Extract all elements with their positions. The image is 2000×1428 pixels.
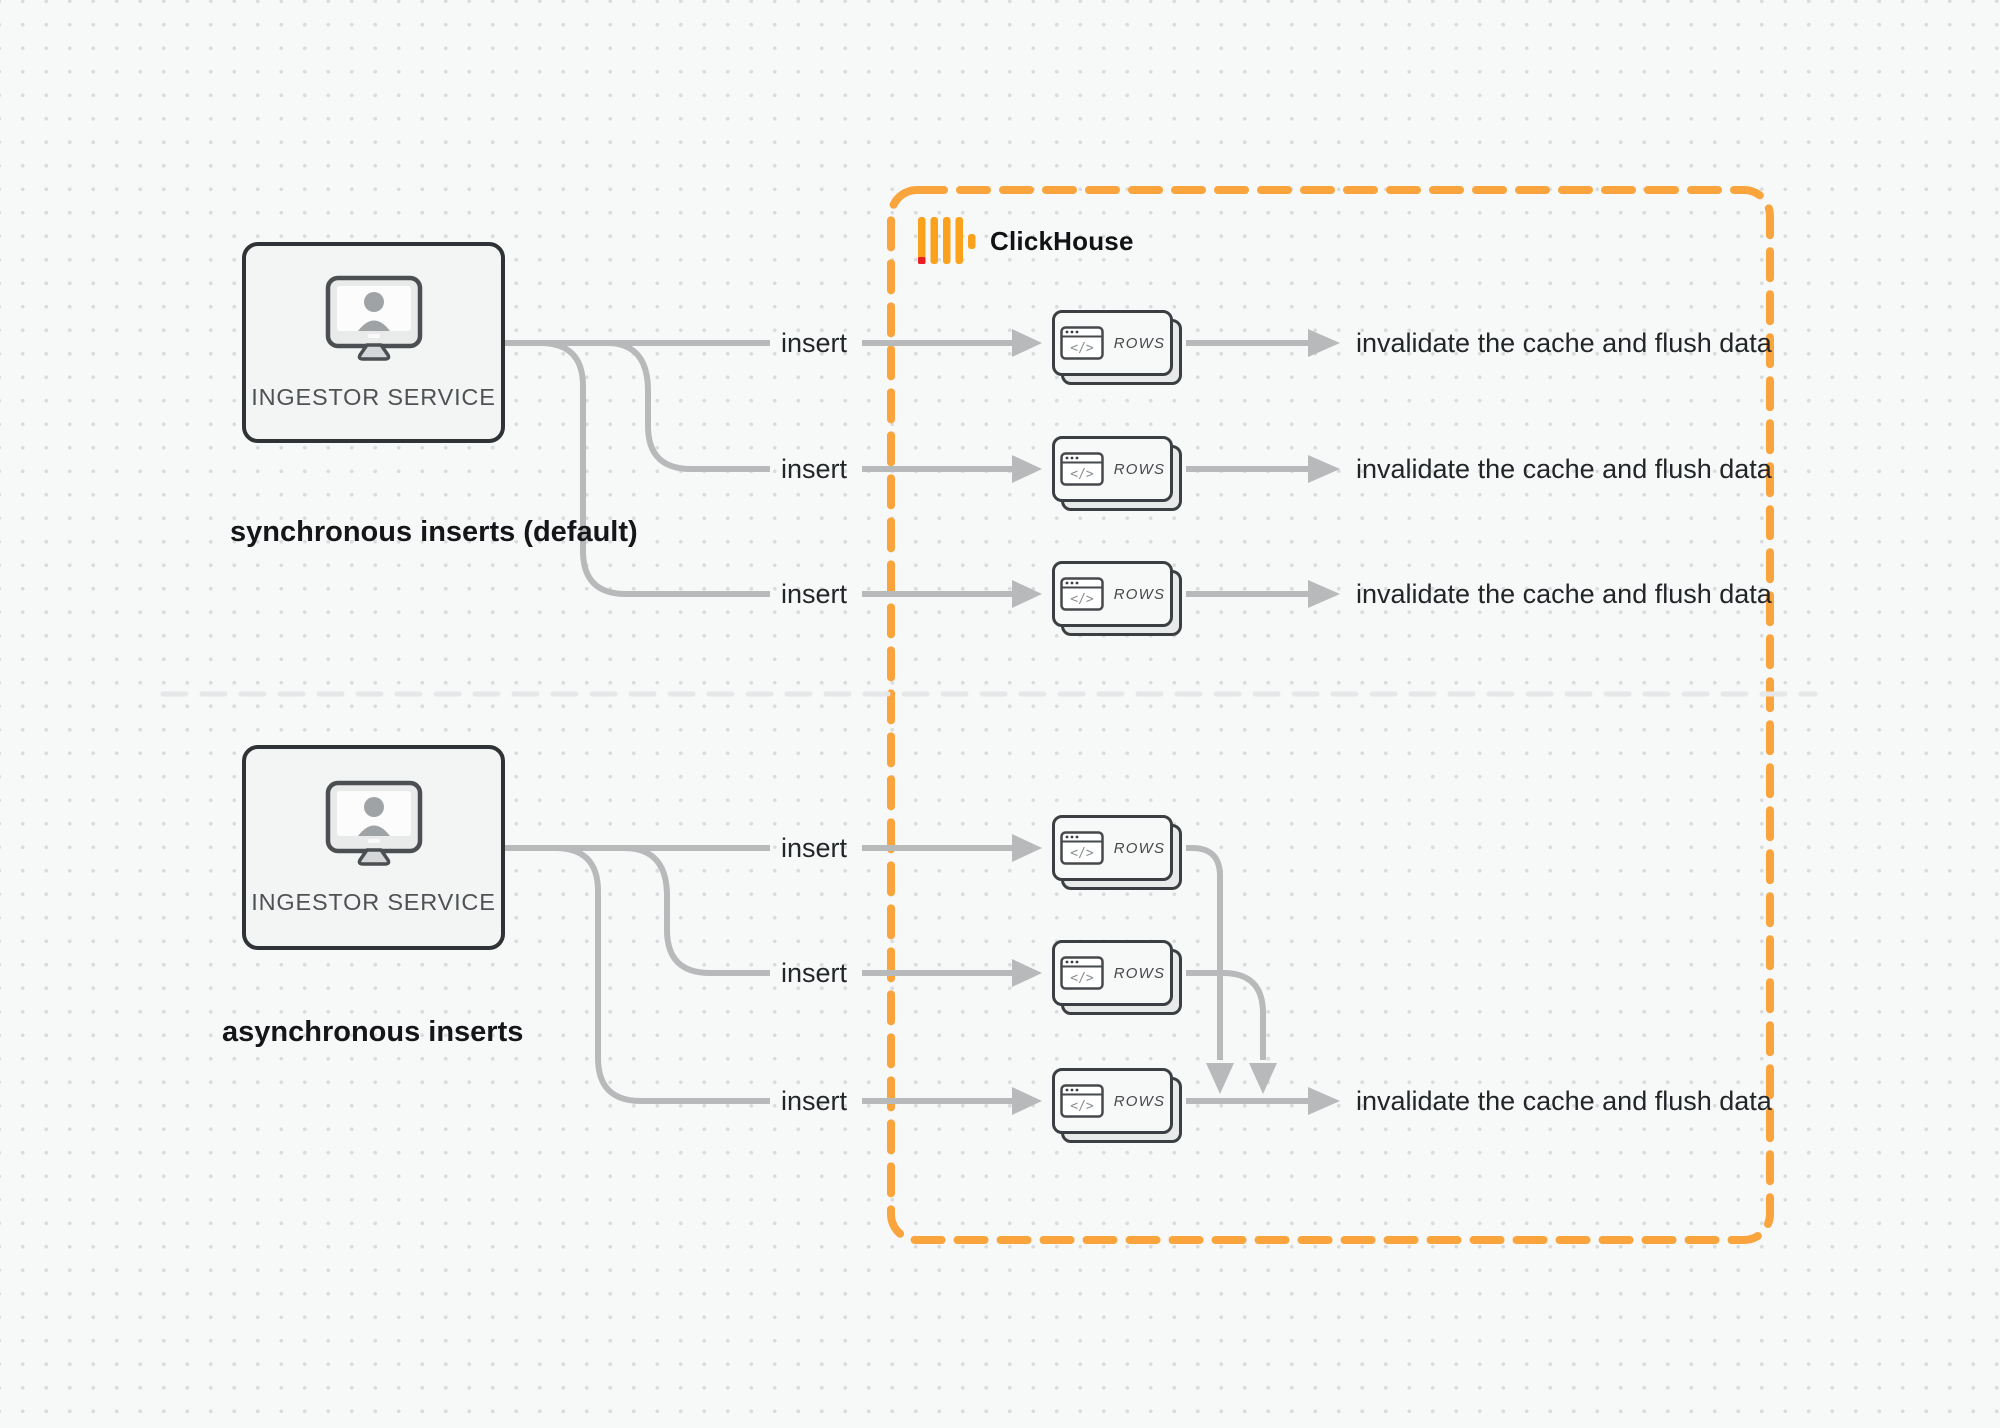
result-label: invalidate the cache and flush data	[1356, 454, 1772, 484]
insert-label: insert	[780, 328, 848, 358]
clickhouse-logo: ClickHouse	[918, 217, 1134, 265]
arrowhead-icon	[1308, 455, 1340, 483]
rows-card-front: </> ROWS	[1052, 561, 1173, 627]
insert-label: insert	[780, 833, 848, 863]
rows-card: </> ROWS	[1052, 310, 1182, 385]
result-label: invalidate the cache and flush data	[1356, 328, 1772, 358]
arrowhead-icon	[1012, 580, 1042, 608]
rows-card-front: </> ROWS	[1052, 940, 1173, 1006]
rows-card-label: ROWS	[1113, 1092, 1166, 1110]
code-window-icon: </>	[1060, 577, 1104, 611]
rows-card-label: ROWS	[1113, 334, 1166, 352]
rows-card: </> ROWS	[1052, 436, 1182, 511]
async-wire-merge-2	[1186, 970, 1266, 1060]
sync-wire-branch-row3	[539, 340, 770, 597]
rows-card: </> ROWS	[1052, 1068, 1182, 1143]
insert-label: insert	[780, 454, 848, 484]
user-silhouette-icon	[357, 797, 390, 836]
arrowhead-icon	[1308, 580, 1340, 608]
arrowhead-down-icon	[1206, 1063, 1234, 1094]
ingestor-service-label: INGESTOR SERVICE	[251, 889, 496, 915]
clickhouse-wordmark: ClickHouse	[990, 225, 1134, 256]
ingestor-service-sync: INGESTOR SERVICE	[242, 242, 505, 443]
arrowhead-icon	[1012, 329, 1042, 357]
arrowhead-icon	[1012, 959, 1042, 987]
code-window-icon: </>	[1060, 326, 1104, 360]
code-glyph: </>	[1070, 341, 1094, 356]
sync-section-caption: synchronous inserts (default)	[230, 516, 638, 548]
arrowhead-icon	[1308, 1087, 1340, 1115]
rows-card-label: ROWS	[1113, 460, 1166, 478]
code-glyph: </>	[1070, 971, 1094, 986]
rows-card-front: </> ROWS	[1052, 815, 1173, 881]
rows-card-label: ROWS	[1113, 585, 1166, 603]
code-window-icon: </>	[1060, 831, 1104, 865]
rows-card-front: </> ROWS	[1052, 1068, 1173, 1134]
async-wire-merge-1	[1186, 845, 1223, 1060]
rows-card-label: ROWS	[1113, 964, 1166, 982]
arrowheads-group	[1012, 329, 1340, 1115]
code-window-icon: </>	[1060, 452, 1104, 486]
ingestor-service-async: INGESTOR SERVICE	[242, 745, 505, 950]
rows-card: </> ROWS	[1052, 561, 1182, 636]
async-wire-branch-row3	[554, 845, 770, 1104]
ingestor-service-label: INGESTOR SERVICE	[251, 384, 496, 410]
async-wire-branch-row2	[623, 845, 770, 976]
insert-label: insert	[780, 579, 848, 609]
clickhouse-logo-icon	[918, 217, 976, 264]
sync-wire-branch-row2	[606, 340, 770, 472]
arrowhead-icon	[1012, 834, 1042, 862]
rows-card-label: ROWS	[1113, 839, 1166, 857]
code-window-icon: </>	[1060, 1084, 1104, 1118]
rows-card-front: </> ROWS	[1052, 310, 1173, 376]
code-glyph: </>	[1070, 592, 1094, 607]
rows-card: </> ROWS	[1052, 940, 1182, 1015]
code-glyph: </>	[1070, 467, 1094, 482]
insert-label: insert	[780, 1086, 848, 1116]
workstation-icon	[325, 780, 422, 866]
workstation-icon	[325, 275, 422, 361]
wires-group	[505, 340, 1310, 1104]
code-glyph: </>	[1070, 1099, 1094, 1114]
clickhouse-boundary-box	[887, 186, 1774, 1244]
code-glyph: </>	[1070, 846, 1094, 861]
rows-card: </> ROWS	[1052, 815, 1182, 890]
result-label: invalidate the cache and flush data	[1356, 579, 1772, 609]
code-window-icon: </>	[1060, 956, 1104, 990]
result-label: invalidate the cache and flush data	[1356, 1086, 1772, 1116]
user-silhouette-icon	[357, 292, 390, 331]
async-section-caption: asynchronous inserts	[222, 1016, 524, 1048]
arrowhead-icon	[1012, 1087, 1042, 1115]
rows-card-front: </> ROWS	[1052, 436, 1173, 502]
arrowhead-icon	[1012, 455, 1042, 483]
arrowhead-down-icon	[1249, 1063, 1277, 1094]
insert-label: insert	[780, 958, 848, 988]
arrowhead-icon	[1308, 329, 1340, 357]
